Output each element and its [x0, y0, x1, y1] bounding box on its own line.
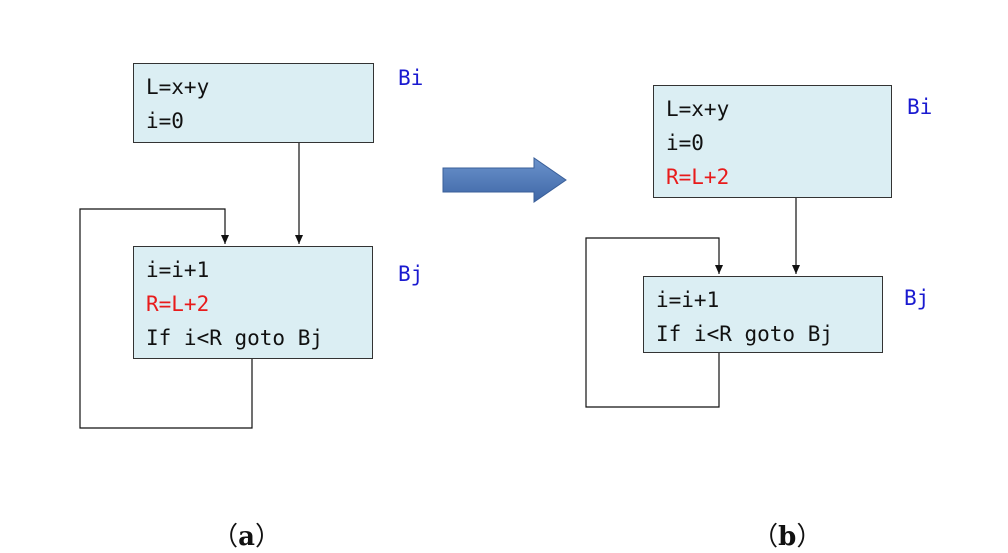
code-line: i=i+1	[146, 258, 210, 282]
block-bi-a: L=x+y i=0	[133, 63, 374, 143]
caption-b: （b）	[734, 486, 822, 553]
loop-edge-b	[585, 237, 723, 408]
code-line: i=0	[146, 109, 184, 133]
code-line: If i<R goto Bj	[656, 322, 834, 346]
caption-a: （a）	[194, 486, 281, 553]
caption-paren-close: ）	[796, 522, 823, 552]
code-line: If i<R goto Bj	[146, 326, 324, 350]
caption-paren-close: ）	[254, 522, 281, 552]
code-line-highlighted: R=L+2	[146, 292, 210, 316]
block-bj-b: i=i+1 If i<R goto Bj	[643, 276, 883, 353]
code-line-highlighted: R=L+2	[666, 165, 730, 189]
transform-arrow	[442, 157, 567, 203]
loop-edge-a	[79, 208, 253, 429]
block-label-bi-a: Bi	[398, 66, 424, 90]
caption-letter: a	[238, 522, 255, 552]
code-line: L=x+y	[666, 97, 730, 121]
code-line: i=0	[666, 131, 704, 155]
block-bj-a: i=i+1 R=L+2 If i<R goto Bj	[133, 246, 373, 359]
block-label-bj-a: Bj	[398, 262, 424, 286]
caption-paren-open: （	[212, 522, 239, 552]
code-line: L=x+y	[146, 75, 210, 99]
caption-letter: b	[778, 522, 797, 552]
caption-paren-open: （	[752, 522, 779, 552]
code-line: i=i+1	[656, 288, 720, 312]
block-label-bi-b: Bi	[907, 95, 933, 119]
block-label-bj-b: Bj	[904, 286, 930, 310]
block-bi-b: L=x+y i=0 R=L+2	[653, 85, 892, 198]
